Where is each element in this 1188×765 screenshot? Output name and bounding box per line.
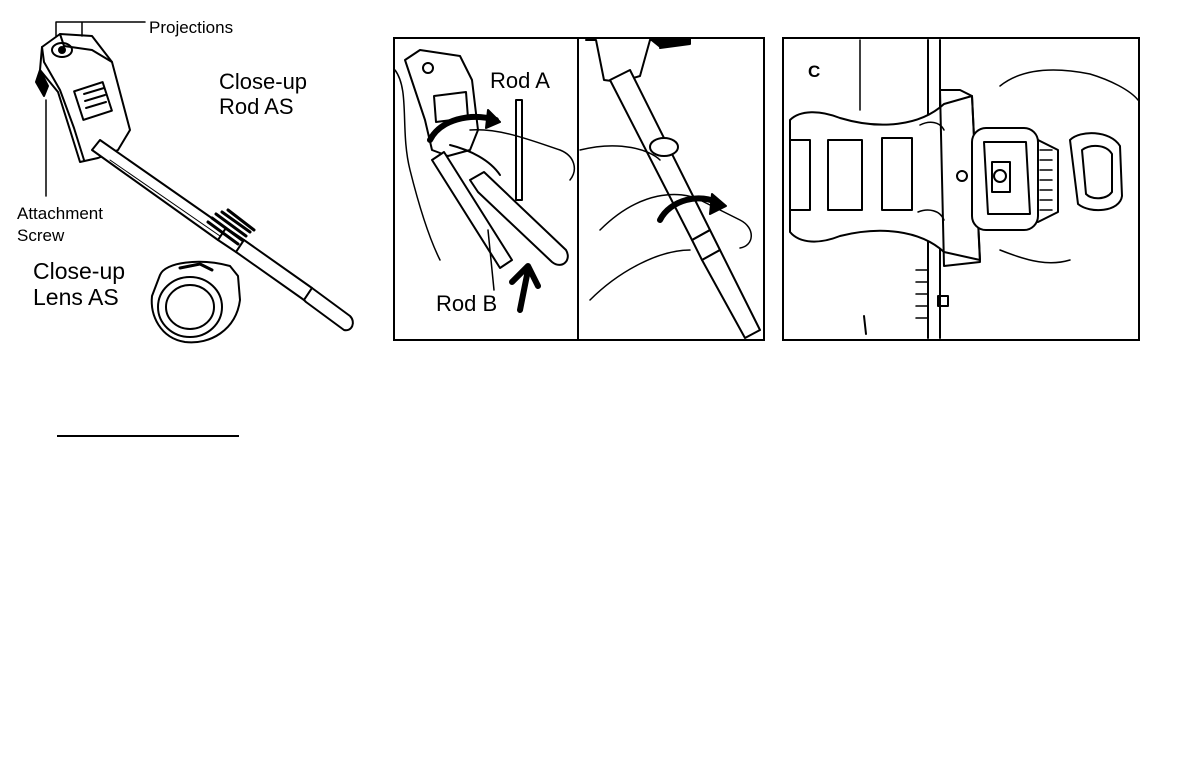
footnote-rule <box>57 435 239 437</box>
panel-c-letter: C <box>808 63 820 80</box>
